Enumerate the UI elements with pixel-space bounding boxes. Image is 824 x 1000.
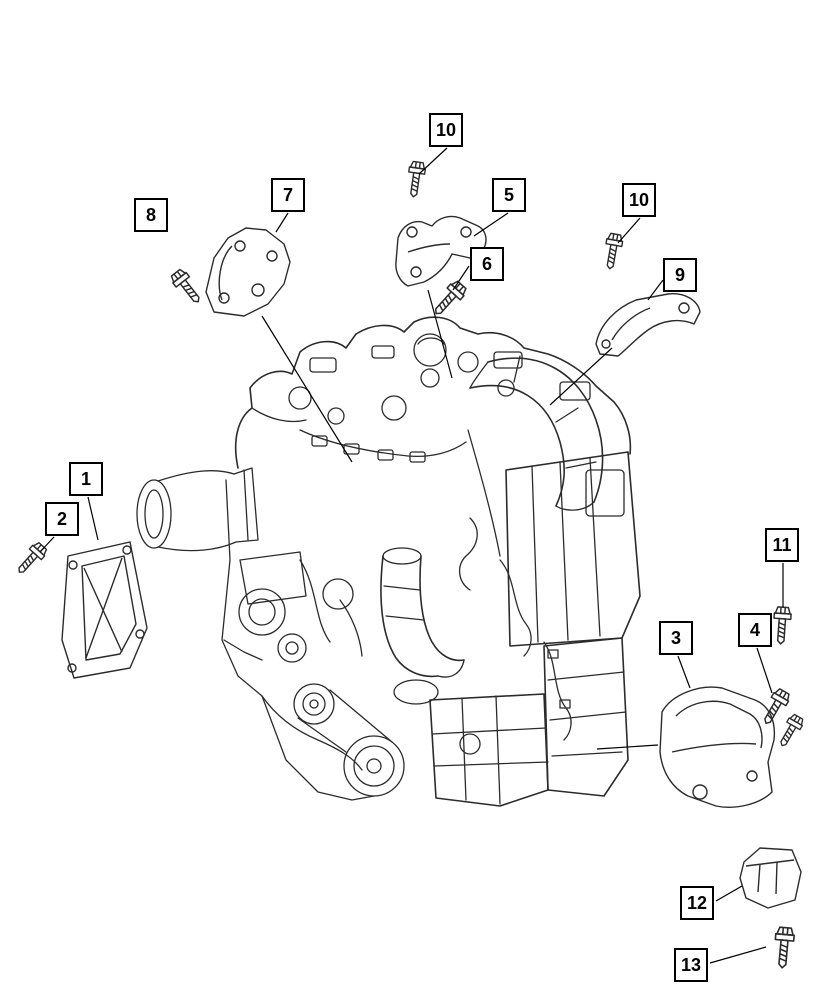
callout-label: 2	[56, 508, 67, 529]
callout-label: 3	[670, 627, 681, 648]
callout-8[interactable]: 8	[134, 198, 168, 232]
bolt-part-6	[428, 278, 470, 321]
bracket-part-7	[205, 227, 291, 317]
isolator-part-12	[739, 847, 802, 909]
callout-label: 9	[674, 264, 685, 285]
bolt-part-2	[12, 540, 50, 579]
bolt-part-13	[772, 926, 796, 970]
callout-3[interactable]: 3	[659, 621, 693, 655]
bracket-part-5	[395, 215, 487, 287]
callout-5[interactable]: 5	[492, 178, 526, 212]
callout-label: 5	[503, 184, 514, 205]
callout-9[interactable]: 9	[663, 258, 697, 292]
callout-6[interactable]: 6	[470, 247, 504, 281]
callout-label: 1	[80, 468, 91, 489]
mount-part-1	[61, 541, 148, 679]
bolt-part-11	[771, 605, 793, 646]
callout-4[interactable]: 4	[738, 613, 772, 647]
callout-label: 6	[481, 253, 492, 274]
callout-7[interactable]: 7	[271, 178, 305, 212]
bracket-part-9	[595, 293, 701, 357]
leader-lines	[39, 147, 784, 964]
callout-label: 8	[145, 204, 156, 225]
callout-10-right[interactable]: 10	[622, 183, 656, 217]
callout-label: 11	[772, 534, 792, 555]
callout-13[interactable]: 13	[674, 948, 708, 982]
callout-11[interactable]: 11	[765, 528, 799, 562]
callout-10-top[interactable]: 10	[429, 113, 463, 147]
bolt-part-10-top	[404, 160, 427, 199]
engine-illustration	[136, 316, 641, 807]
callout-1[interactable]: 1	[69, 462, 103, 496]
bolt-part-8	[168, 266, 206, 308]
callout-label: 4	[749, 619, 760, 640]
mount-part-3	[659, 686, 776, 808]
callout-label: 10	[628, 189, 650, 210]
callout-label: 13	[680, 954, 702, 975]
bolt-part-10-right	[601, 232, 625, 271]
callout-2[interactable]: 2	[45, 502, 79, 536]
callout-label: 7	[282, 184, 293, 205]
bolt-part-4b	[774, 712, 806, 751]
callout-label: 10	[435, 119, 457, 140]
callout-12[interactable]: 12	[680, 886, 714, 920]
callout-label: 12	[686, 892, 708, 913]
